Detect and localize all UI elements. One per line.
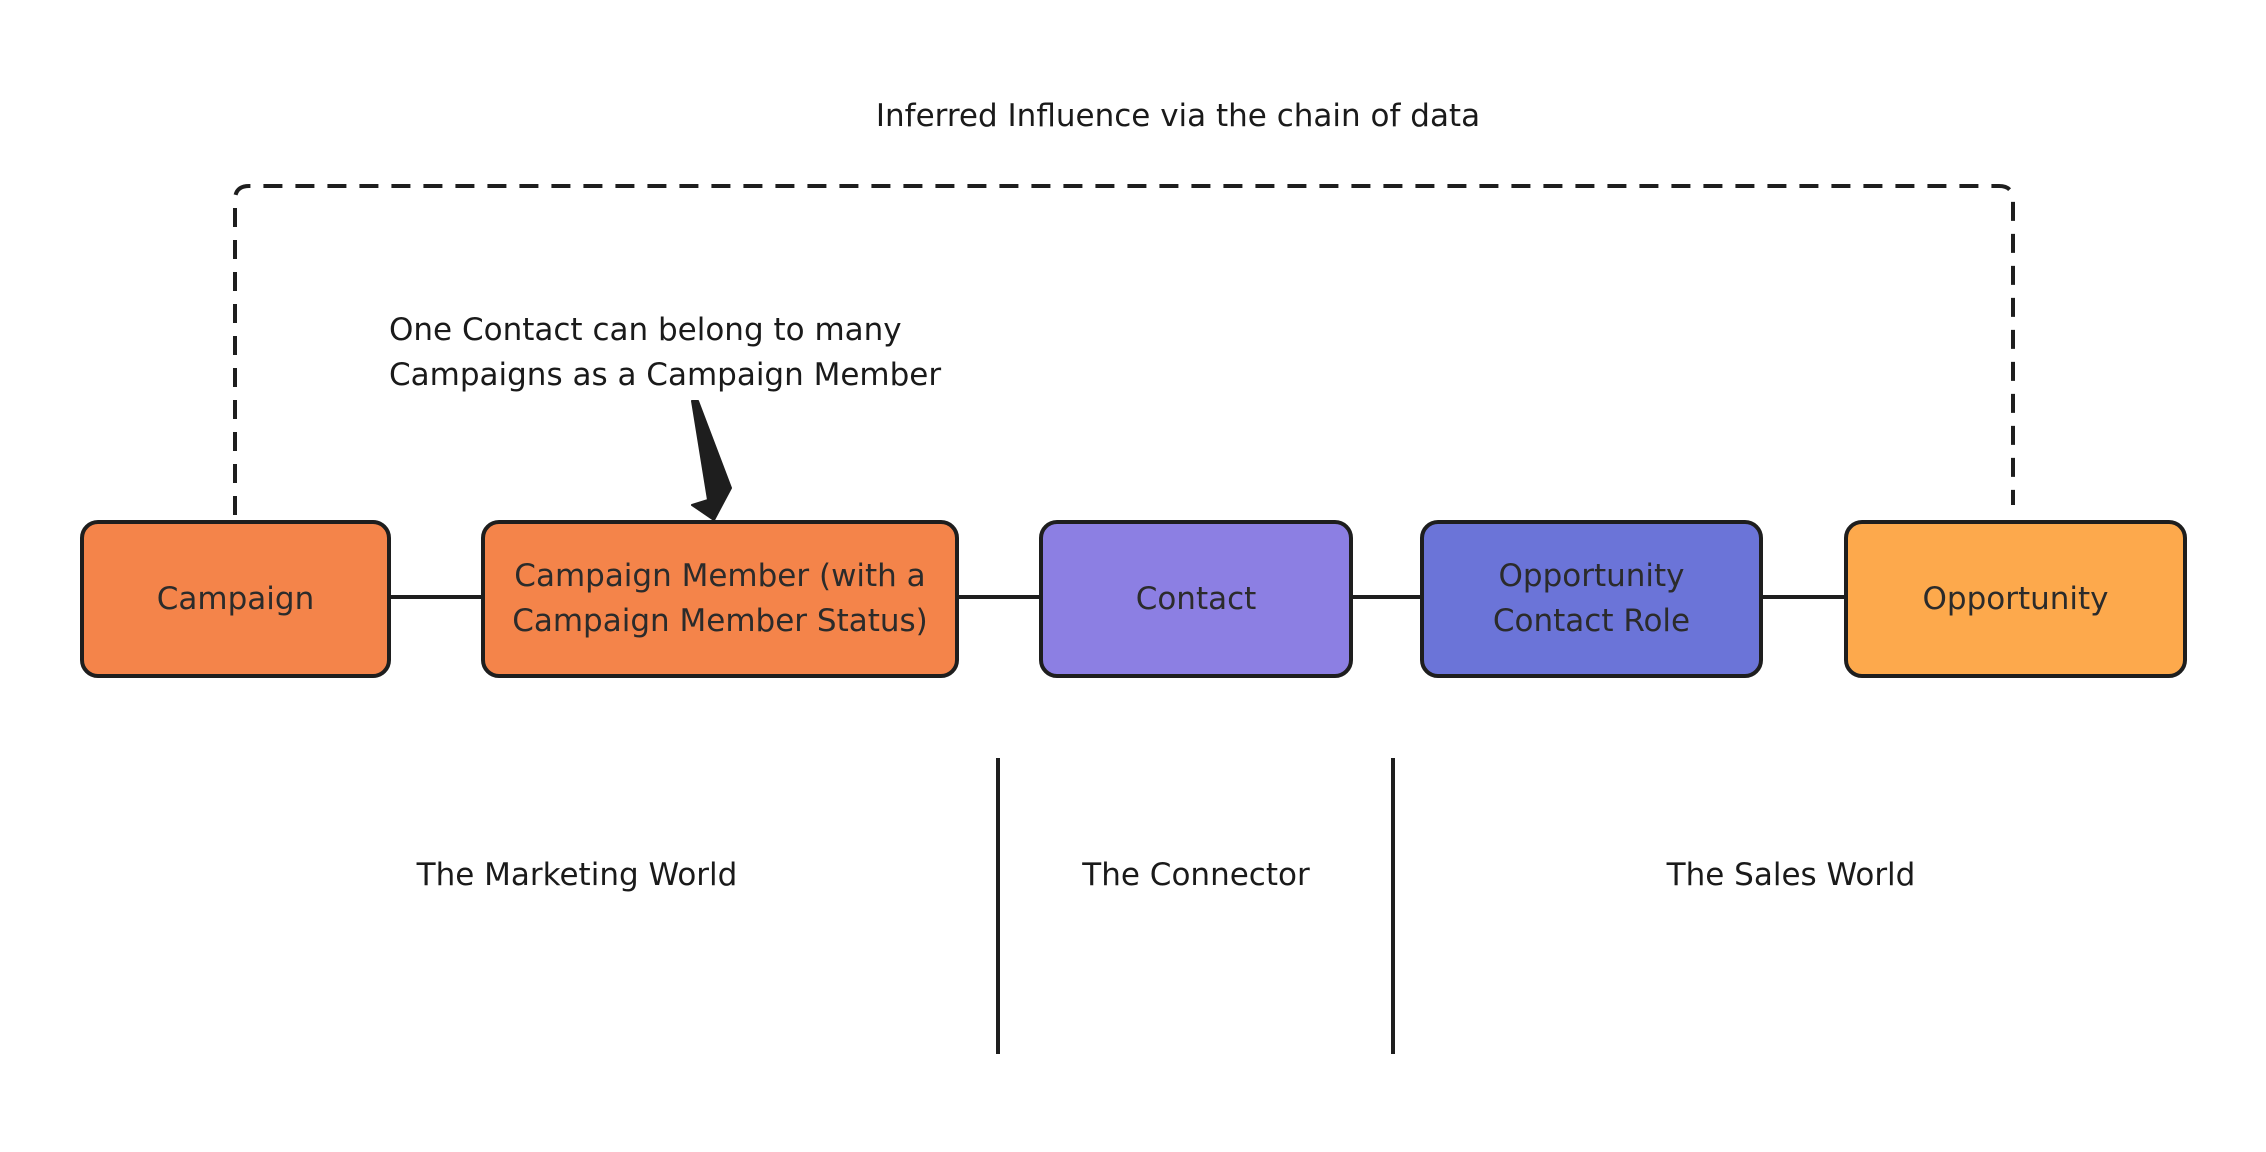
section-sales-world: The Sales World <box>1666 857 1916 893</box>
node-ocr-line-1: Opportunity <box>1498 558 1685 594</box>
node-contact-label: Contact <box>1135 580 1257 617</box>
section-marketing-world: The Marketing World <box>416 857 738 893</box>
node-campaign-label: Campaign <box>156 580 315 617</box>
diagram-title: Inferred Influence via the chain of data <box>875 98 1481 134</box>
node-campaign[interactable]: Campaign <box>80 520 391 678</box>
node-opportunity[interactable]: Opportunity <box>1844 520 2187 678</box>
node-opportunity-label: Opportunity <box>1922 580 2109 617</box>
annotation-text: One Contact can belong to many Campaigns… <box>389 308 941 398</box>
node-campaign-member-line-2: Campaign Member Status) <box>512 603 928 639</box>
annotation-line-2: Campaigns as a Campaign Member <box>389 357 942 393</box>
node-ocr-line-2: Contact Role <box>1492 603 1691 639</box>
node-opportunity-contact-role[interactable]: Opportunity Contact Role <box>1420 520 1763 678</box>
annotation-line-1: One Contact can belong to many <box>389 312 902 348</box>
annotation-arrow <box>691 400 732 521</box>
node-campaign-member[interactable]: Campaign Member (with a Campaign Member … <box>481 520 959 678</box>
inferred-influence-dashed-path <box>233 184 2015 515</box>
section-connector: The Connector <box>1082 857 1310 893</box>
node-campaign-member-line-1: Campaign Member (with a <box>514 558 926 594</box>
node-contact[interactable]: Contact <box>1039 520 1353 678</box>
